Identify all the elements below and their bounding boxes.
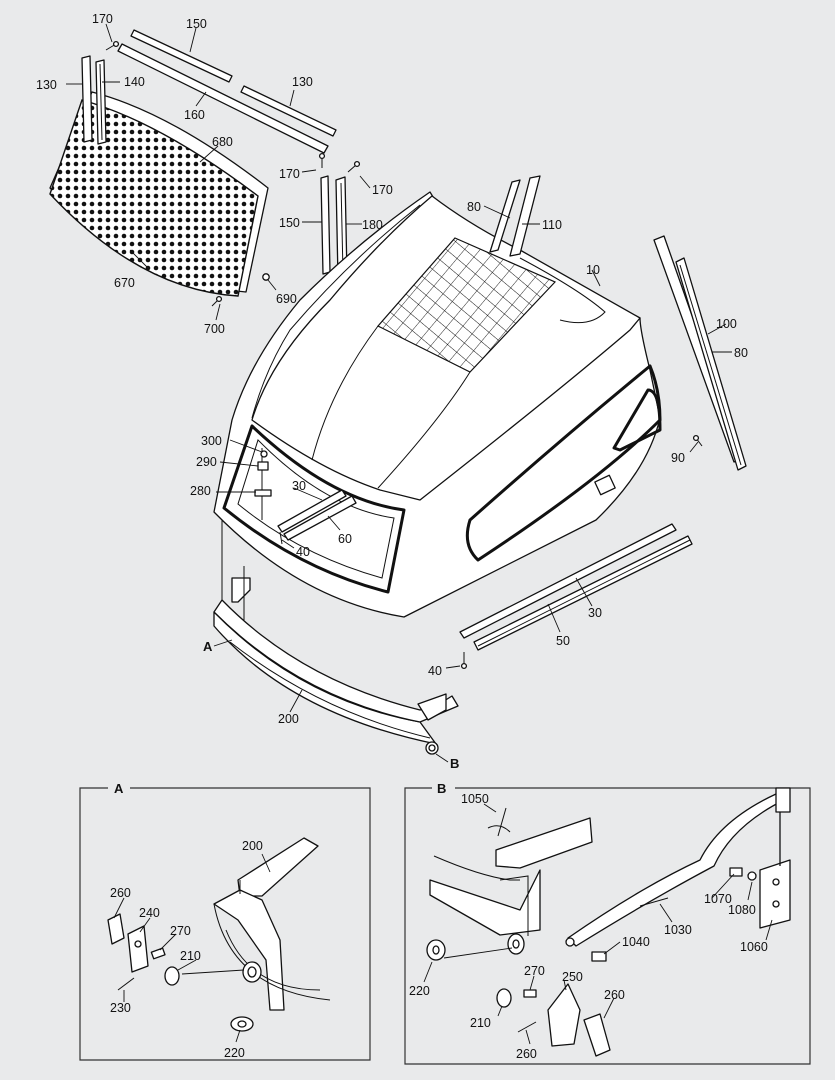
callout-40: 40 bbox=[428, 664, 442, 678]
callout-670: 670 bbox=[114, 276, 135, 290]
callout-80: 80 bbox=[467, 200, 481, 214]
canopy-10 bbox=[213, 191, 662, 618]
callout-680: 680 bbox=[212, 135, 233, 149]
bumper-200 bbox=[213, 520, 459, 755]
detail-a-panel: A 200 260 240 270 210 2 bbox=[79, 781, 371, 1061]
callout-160: 160 bbox=[184, 108, 205, 122]
callout-150: 150 bbox=[279, 216, 300, 230]
callout-b-1070: 1070 bbox=[704, 892, 732, 906]
callout-b-1030: 1030 bbox=[664, 923, 692, 937]
callout-b-1060: 1060 bbox=[740, 940, 768, 954]
callout-300: 300 bbox=[201, 434, 222, 448]
callout-30: 30 bbox=[588, 606, 602, 620]
channel-130-left bbox=[81, 55, 107, 145]
callout-700: 700 bbox=[204, 322, 225, 336]
callout-a-270: 270 bbox=[170, 924, 191, 938]
detail-a-title: A bbox=[114, 781, 124, 796]
rail-30-50-bottom bbox=[459, 523, 693, 670]
callout-290: 290 bbox=[196, 455, 217, 469]
rail-30-60-inner bbox=[277, 489, 357, 545]
callout-150: 150 bbox=[186, 17, 207, 31]
callout-80: 80 bbox=[734, 346, 748, 360]
leader-lines bbox=[66, 23, 732, 763]
callout-110: 110 bbox=[542, 218, 562, 232]
callout-60: 60 bbox=[338, 532, 352, 546]
callout-b-260: 260 bbox=[604, 988, 625, 1002]
callout-40: 40 bbox=[296, 545, 310, 559]
callout-140: 140 bbox=[124, 75, 145, 89]
callout-10: 10 bbox=[586, 263, 600, 277]
callout-170: 170 bbox=[92, 12, 113, 26]
callout-690: 690 bbox=[276, 292, 297, 306]
callout-labels: 170 150 130 140 160 130 680 170 170 150 … bbox=[36, 12, 748, 771]
callout-b-1080: 1080 bbox=[728, 903, 756, 917]
callout-a-230: 230 bbox=[110, 1001, 131, 1015]
callout-130: 130 bbox=[292, 75, 313, 89]
callout-90: 90 bbox=[671, 451, 685, 465]
callout-170: 170 bbox=[372, 183, 393, 197]
callout-280: 280 bbox=[190, 484, 211, 498]
screw-90-icon bbox=[692, 434, 703, 447]
callout-b-270: 270 bbox=[524, 964, 545, 978]
callout-b-260: 260 bbox=[516, 1047, 537, 1061]
detail-ref-a: A bbox=[203, 639, 213, 654]
callout-b-210: 210 bbox=[470, 1016, 491, 1030]
mesh-screen-670 bbox=[49, 91, 269, 297]
callout-a-220: 220 bbox=[224, 1046, 245, 1060]
callout-b-1050: 1050 bbox=[461, 792, 489, 806]
callout-50: 50 bbox=[556, 634, 570, 648]
callout-b-250: 250 bbox=[562, 970, 583, 984]
callout-a-210: 210 bbox=[180, 949, 201, 963]
detail-b-title: B bbox=[437, 781, 446, 796]
detail-b-panel: B bbox=[404, 781, 811, 1065]
callout-100: 100 bbox=[716, 317, 737, 331]
callout-b-1040: 1040 bbox=[622, 935, 650, 949]
callout-180: 180 bbox=[362, 218, 383, 232]
callout-200: 200 bbox=[278, 712, 299, 726]
callout-130: 130 bbox=[36, 78, 57, 92]
callout-170: 170 bbox=[279, 167, 300, 181]
bars-80-110 bbox=[489, 175, 541, 257]
rail-100-80 bbox=[653, 235, 747, 471]
callout-b-220: 220 bbox=[409, 984, 430, 998]
bar-160 bbox=[117, 43, 329, 154]
callout-a-240: 240 bbox=[139, 906, 160, 920]
callout-a-260: 260 bbox=[110, 886, 131, 900]
callout-a-200: 200 bbox=[242, 839, 263, 853]
screw-170-icon bbox=[105, 40, 361, 307]
bar-130-right bbox=[240, 85, 337, 137]
bar-150-top bbox=[130, 29, 233, 83]
detail-ref-b: B bbox=[450, 756, 459, 771]
callout-30: 30 bbox=[292, 479, 306, 493]
